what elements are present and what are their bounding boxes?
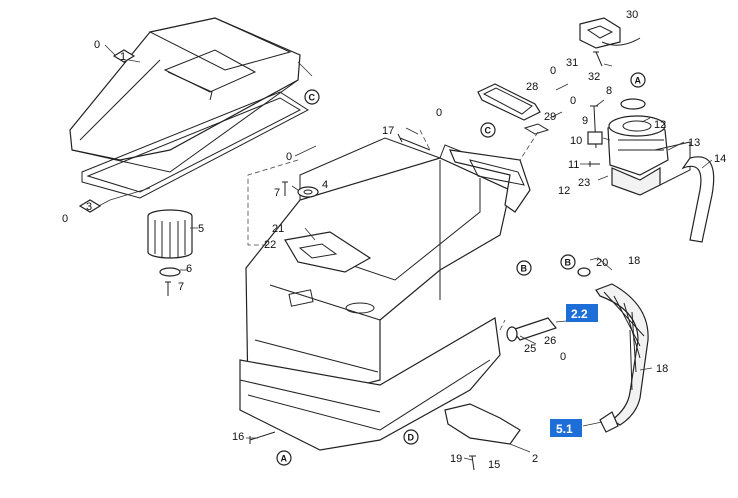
callout-7: 7	[274, 187, 280, 199]
plate-part-2[interactable]	[444, 403, 521, 445]
callout-1-tag: 1	[112, 49, 136, 63]
callout-0: 0	[550, 65, 556, 77]
callout-0: 0	[570, 95, 576, 107]
callout-31: 31	[566, 57, 578, 69]
callout-8: 8	[606, 85, 612, 97]
screw-part-17[interactable]	[397, 133, 431, 151]
callout-0: 0	[560, 351, 566, 363]
callout-11: 11	[568, 159, 579, 171]
filter-part[interactable]	[147, 209, 193, 259]
callout-14: 14	[714, 153, 726, 165]
seal-part-31[interactable]	[601, 37, 641, 46]
svg-text:5.1: 5.1	[556, 422, 573, 436]
callout-0: 0	[62, 213, 68, 225]
callout-5: 5	[198, 223, 204, 235]
connector-marker-d-tank[interactable]: D	[403, 429, 419, 445]
ring-part-4[interactable]	[297, 186, 319, 198]
callout-18: 18	[628, 255, 640, 267]
callout-30: 30	[626, 9, 638, 21]
callout-7: 7	[178, 281, 184, 293]
screw-part-16[interactable]	[249, 431, 276, 444]
callout-10: 10	[570, 135, 582, 147]
callout-3-tag: 3	[78, 199, 102, 213]
suction-motor-part[interactable]	[607, 115, 669, 196]
gasket-inner-28	[482, 87, 533, 115]
callout-12: 12	[558, 185, 570, 197]
callout-3: 3	[86, 201, 92, 213]
reference-5-1-button[interactable]: 5.1	[550, 419, 582, 437]
callout-26: 26	[544, 335, 556, 347]
cover-30-inner	[586, 25, 614, 39]
callout-0: 0	[94, 39, 100, 51]
reference-2-2-button[interactable]: 2.2	[566, 304, 598, 322]
bracket-cutout	[298, 243, 338, 259]
callout-20: 20	[596, 257, 608, 269]
tank-base-part[interactable]	[239, 317, 501, 451]
callout-16: 16	[232, 431, 244, 443]
connector-marker-a-bottom[interactable]: A	[276, 450, 292, 466]
bracket-part-12[interactable]	[654, 141, 691, 186]
connector-marker-c-tank[interactable]: C	[480, 122, 496, 138]
callout-21: 21	[272, 223, 284, 235]
hose-adapter-part[interactable]	[510, 317, 558, 341]
callout-1: 1	[120, 51, 126, 63]
screw-part-32[interactable]	[593, 51, 603, 67]
svg-text:A: A	[635, 76, 642, 86]
callout-12: 12	[654, 119, 666, 131]
callout-29: 29	[544, 111, 556, 123]
svg-text:2.2: 2.2	[571, 307, 588, 321]
connector-marker-c-lid[interactable]: C	[304, 89, 320, 105]
screw-part-19[interactable]	[469, 455, 476, 471]
lid-seal-part[interactable]	[81, 91, 309, 199]
screw-part[interactable]	[165, 281, 171, 296]
connector-marker-b-tank[interactable]: B	[516, 260, 532, 276]
callout-23: 23	[578, 177, 590, 189]
callout-9: 9	[582, 115, 588, 127]
svg-text:B: B	[521, 264, 528, 274]
washer-part[interactable]	[159, 267, 181, 277]
motor-mount-part-10[interactable]	[587, 131, 603, 145]
screw-part-7[interactable]	[282, 181, 288, 196]
callout-4: 4	[322, 179, 328, 191]
svg-text:D: D	[408, 433, 415, 443]
lid-seal-inner	[86, 97, 302, 193]
lid-cover-part[interactable]	[69, 17, 301, 173]
motor-gasket-part-8[interactable]	[620, 98, 646, 110]
callout-17: 17	[382, 125, 394, 137]
callout-0: 0	[436, 107, 442, 119]
callout-18: 18	[656, 363, 668, 375]
screw-part-11[interactable]	[588, 161, 600, 167]
tank-rear-flange	[449, 149, 531, 213]
callout-19: 19	[450, 453, 462, 465]
suction-hose-part-18[interactable]	[595, 283, 649, 426]
bracket-part[interactable]	[284, 231, 372, 273]
ring-part-4-inner	[303, 189, 313, 195]
callout-32: 32	[588, 71, 600, 83]
connector-marker-a-motor[interactable]: A	[630, 72, 646, 88]
callout-0: 0	[286, 151, 292, 163]
connector-marker-b-hose[interactable]: B	[560, 254, 576, 270]
callout-6: 6	[186, 263, 192, 275]
callout-28: 28	[526, 81, 538, 93]
tank-window	[469, 159, 525, 186]
callout-15: 15	[488, 459, 500, 471]
adapter-ring-part-25[interactable]	[506, 326, 518, 342]
exhaust-hose-part-14[interactable]	[681, 156, 715, 243]
callout-2: 2	[532, 453, 538, 465]
gasket-part-28[interactable]	[477, 83, 541, 121]
hose-cuff	[599, 411, 619, 433]
cover-part-30[interactable]	[579, 17, 621, 49]
callout-13: 13	[688, 137, 700, 149]
callout-22: 22	[264, 239, 276, 251]
svg-text:C: C	[485, 126, 492, 136]
svg-text:C: C	[309, 93, 316, 103]
seal-part-29[interactable]	[523, 123, 550, 135]
svg-text:B: B	[565, 258, 572, 268]
svg-text:A: A	[281, 454, 288, 464]
callout-25: 25	[524, 343, 536, 355]
hose-ring-part-20[interactable]	[577, 267, 591, 277]
